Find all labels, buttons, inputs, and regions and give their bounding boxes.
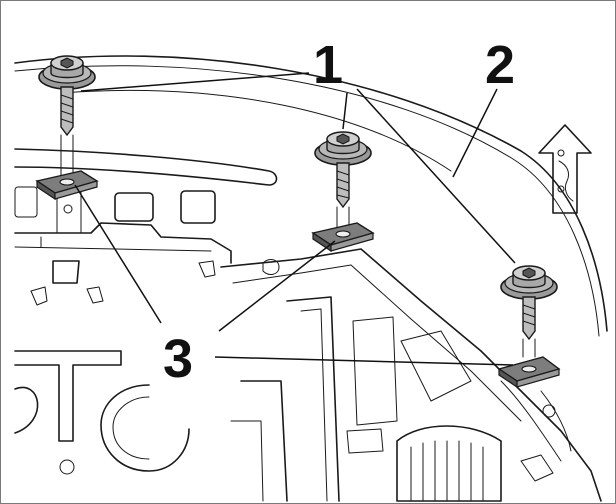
bolt-icon <box>38 55 96 137</box>
bolt-icon <box>500 265 558 341</box>
callout-1-label: 1 <box>313 35 343 95</box>
forward-direction-arrow-icon <box>538 124 592 214</box>
clip-left <box>35 170 99 201</box>
spring-nut-clip-icon <box>35 170 99 201</box>
clip-middle <box>311 222 375 253</box>
panel-structure <box>14 55 608 502</box>
bolt-left <box>38 55 96 137</box>
callout-3-label: 3 <box>163 329 193 389</box>
bolt-right <box>500 265 558 341</box>
leader-lines <box>74 72 516 366</box>
bolt-middle <box>314 131 372 209</box>
callout-2-label: 2 <box>485 35 515 95</box>
spring-nut-clip-icon <box>311 222 375 253</box>
clip-right <box>497 356 561 389</box>
blower-grille <box>396 425 502 502</box>
spring-nut-clip-icon <box>497 356 561 389</box>
bolt-icon <box>314 131 372 209</box>
alignment-lines <box>60 134 536 358</box>
